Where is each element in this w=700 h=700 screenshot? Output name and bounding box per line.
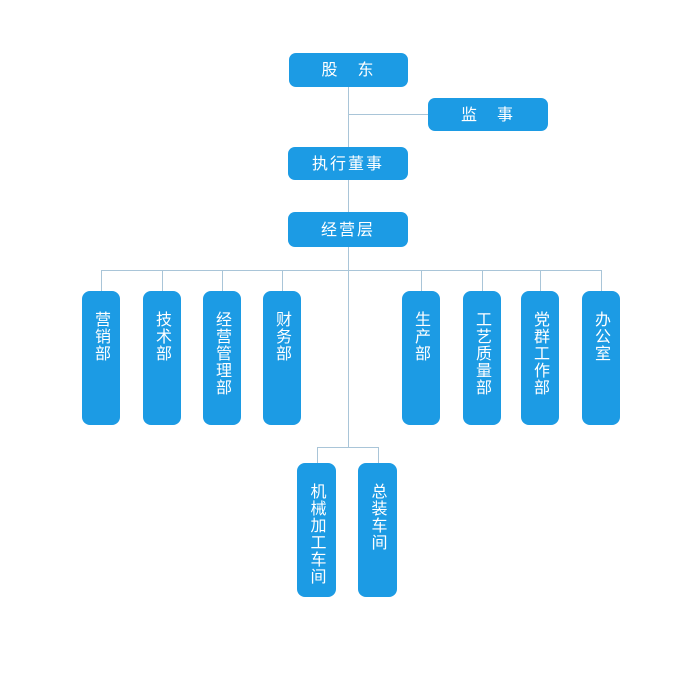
- org-node-finance-dept[interactable]: 财务部: [263, 291, 301, 425]
- connector-drop-operations-management-dept: [222, 270, 223, 291]
- org-node-party-mass-work-dept[interactable]: 党群工作部: [521, 291, 559, 425]
- org-node-marketing-dept[interactable]: 营销部: [82, 291, 120, 425]
- org-node-supervisors[interactable]: 监 事: [428, 98, 548, 131]
- connector-drop-office: [601, 270, 602, 291]
- org-node-final-assembly-workshop-label: 总装车间: [368, 483, 388, 551]
- connector-drop-finance-dept: [282, 270, 283, 291]
- org-node-shareholders-label: 股 东: [321, 60, 376, 79]
- connector-department-bus: [101, 270, 601, 271]
- org-node-technology-dept-label: 技术部: [153, 311, 172, 362]
- org-node-operations-management-dept-label: 经营管理部: [213, 311, 232, 396]
- org-node-management-label: 经营层: [320, 219, 375, 239]
- connector-drop-final-assembly-workshop: [377, 447, 379, 463]
- org-node-production-dept[interactable]: 生产部: [402, 291, 440, 425]
- connector-drop-process-quality-dept: [482, 270, 483, 291]
- connector-workshop-bus: [316, 447, 378, 448]
- org-node-operations-management-dept[interactable]: 经营管理部: [203, 291, 241, 425]
- org-node-technology-dept[interactable]: 技术部: [143, 291, 181, 425]
- connector-drop-party-mass-work-dept: [540, 270, 541, 291]
- org-node-party-mass-work-dept-label: 党群工作部: [531, 311, 550, 396]
- connector-drop-production-dept: [421, 270, 422, 291]
- org-node-finance-dept-label: 财务部: [273, 311, 292, 362]
- org-node-office-label: 办公室: [592, 311, 611, 362]
- org-node-management[interactable]: 经营层: [288, 212, 408, 247]
- org-node-machining-workshop[interactable]: 机械加工车间: [297, 463, 336, 597]
- org-node-executive-director[interactable]: 执行董事: [288, 147, 408, 180]
- org-node-shareholders[interactable]: 股 东: [289, 53, 408, 87]
- org-node-process-quality-dept-label: 工艺质量部: [473, 311, 492, 396]
- org-node-office[interactable]: 办公室: [582, 291, 620, 425]
- org-node-machining-workshop-label: 机械加工车间: [307, 483, 327, 585]
- connector-management-to-workshop-bus: [348, 270, 349, 447]
- connector-shareholders-to-executive-director: [348, 87, 349, 147]
- connector-drop-machining-workshop: [316, 447, 318, 463]
- org-node-executive-director-label: 执行董事: [311, 153, 384, 173]
- org-node-supervisors-label: 监 事: [460, 104, 515, 124]
- connector-branch-to-supervisors: [348, 114, 428, 115]
- org-node-marketing-dept-label: 营销部: [92, 311, 111, 362]
- connector-drop-technology-dept: [162, 270, 163, 291]
- org-node-production-dept-label: 生产部: [412, 311, 431, 362]
- org-node-final-assembly-workshop[interactable]: 总装车间: [358, 463, 397, 597]
- org-node-process-quality-dept[interactable]: 工艺质量部: [463, 291, 501, 425]
- connector-management-to-department-bus: [348, 247, 349, 270]
- connector-drop-marketing-dept: [101, 270, 102, 291]
- connector-executive-director-to-management: [348, 180, 349, 212]
